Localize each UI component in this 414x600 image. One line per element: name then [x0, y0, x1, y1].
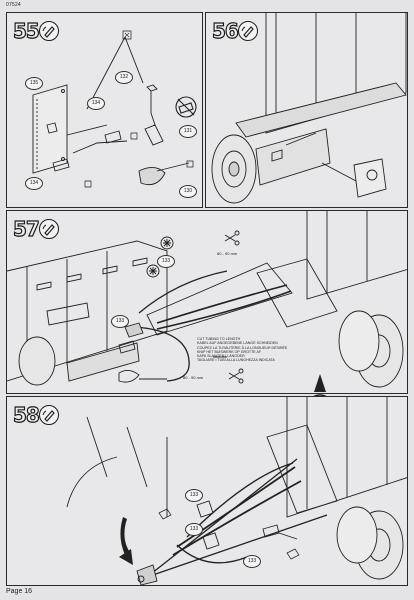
glue-icon: [39, 21, 59, 41]
step-number: 55: [12, 18, 40, 43]
step-58-drawing: [66, 397, 407, 585]
tubing-note: CUT TUBING TO LENGTH KABEL AUF ANGEGEBEN…: [197, 337, 287, 363]
part-tag: 133: [185, 489, 203, 502]
tubing-note-line: CUT TUBING TO LENGTH: [197, 337, 241, 341]
tubing-note-line: TAGLIARE I TUBI ALLA LUNGHEZZA INDICATA: [197, 358, 275, 363]
tubing-note-line: KABEL AUF ANGEGEBENE LÄNGE SCHNEIDEN: [197, 341, 278, 346]
part-tag: 134: [25, 177, 43, 190]
glue-icon: [39, 219, 59, 239]
part-tag: 133: [243, 555, 261, 568]
step-57-drawing: [7, 211, 407, 388]
step-56-drawing: [211, 13, 407, 204]
step-58-panel: 58: [6, 396, 408, 586]
glue-icon: [238, 21, 258, 41]
step-number: 57: [12, 216, 40, 241]
step-number: 56: [211, 18, 239, 43]
step-55-panel: 55: [6, 12, 203, 208]
dimension-label-top: 80 - 90 mm: [217, 251, 238, 256]
tubing-note-line: COUPEZ LA TUYAUTERIE À LA LONGUEUR DÉSIR…: [197, 345, 288, 350]
step-number: 58: [12, 402, 40, 427]
page-number: Page 16: [6, 588, 33, 595]
dimension-label-bottom: 80 - 90 mm: [183, 375, 204, 380]
document-code: 07524: [6, 2, 21, 8]
step-57-panel: 57: [6, 210, 408, 394]
glue-icon: [39, 405, 59, 425]
tubing-note-line: KAPA SLANGEN I LÄNGDER: [197, 354, 245, 359]
part-tag: 131: [179, 125, 197, 138]
step-56-panel: 56: [205, 12, 408, 208]
part-tag: 133: [111, 315, 129, 328]
part-tag: 135: [25, 77, 43, 90]
part-tag: 130: [179, 185, 197, 198]
tubing-note-line: KNIP HET BUISWERK OP GROTTE AF: [197, 349, 262, 354]
part-tag: 133: [185, 523, 203, 536]
part-tag: 133: [157, 255, 175, 268]
part-tag: 132: [115, 71, 133, 84]
part-tag: 134: [87, 97, 105, 110]
step-55-drawing: [32, 30, 197, 188]
